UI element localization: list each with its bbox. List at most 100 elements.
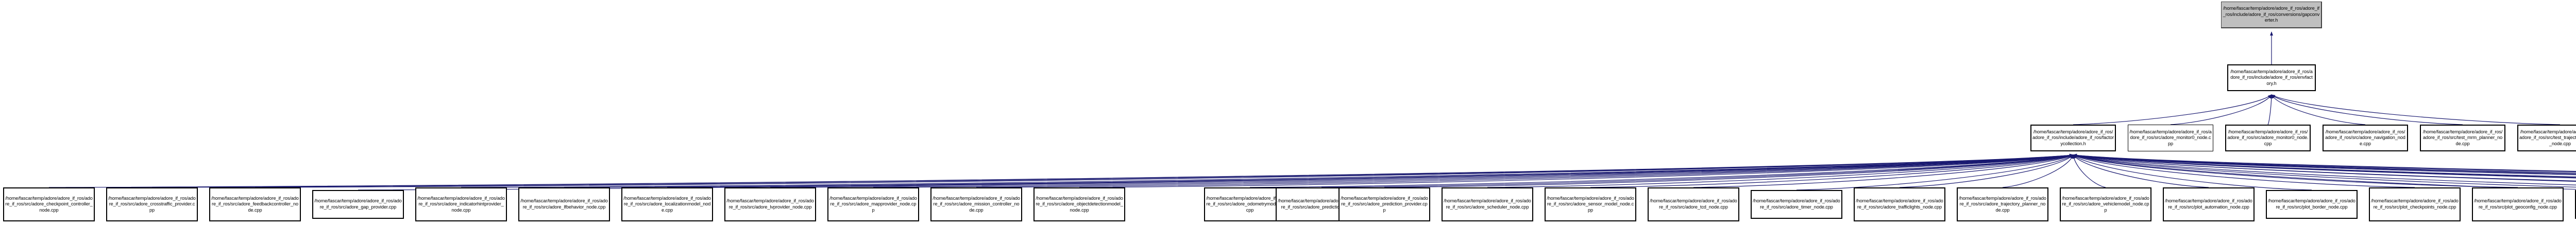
graph-node-label: /home/fascar/temp/adore/adore_if_ros/ado… xyxy=(2230,68,2313,86)
graph-node[interactable]: /home/fascar/temp/adore/adore_if_ros/ado… xyxy=(106,187,198,221)
graph-edge xyxy=(48,153,2074,188)
graph-node-label: /home/fascar/temp/adore/adore_if_ros/ado… xyxy=(1856,198,1943,210)
graph-edge xyxy=(2073,154,2576,185)
graph-node-label: /home/fascar/temp/adore/adore_if_ros/ado… xyxy=(417,195,505,213)
graph-node-label: /home/fascar/temp/adore/adore_if_ros/ado… xyxy=(726,198,814,210)
graph-edge xyxy=(2073,153,2576,174)
graph-node[interactable]: /home/fascar/temp/adore/adore_if_ros/ado… xyxy=(2575,190,2576,219)
graph-node-label: /home/fascar/temp/adore/adore_if_ros/ado… xyxy=(2062,195,2149,213)
graph-node-label: /home/fascar/temp/adore/adore_if_ros/ado… xyxy=(1036,195,1123,213)
graph-node[interactable]: /home/fascar/temp/adore/adore_if_ros/ado… xyxy=(1033,187,1125,221)
graph-node-root[interactable]: /home/fascar/temp/adore/adore_if_ros/ado… xyxy=(2221,2,2322,28)
graph-edge xyxy=(2073,154,2576,181)
graph-node[interactable]: /home/fascar/temp/adore/adore_if_ros/ado… xyxy=(1442,187,1533,221)
graph-node[interactable]: /home/fascar/temp/adore/adore_if_ros/ado… xyxy=(2369,187,2461,221)
graph-node[interactable]: /home/fascar/temp/adore/adore_if_ros/ado… xyxy=(415,187,507,221)
graph-node-label: /home/fascar/temp/adore/adore_if_ros/ado… xyxy=(2165,198,2252,210)
graph-node[interactable]: /home/fascar/temp/adore/adore_if_ros/ado… xyxy=(2128,125,2213,151)
graph-node[interactable]: /home/fascar/temp/adore/adore_if_ros/ado… xyxy=(2420,125,2505,151)
graph-node-label: /home/fascar/temp/adore/adore_if_ros/ado… xyxy=(2129,129,2212,146)
graph-node-label: /home/fascar/temp/adore/adore_if_ros/ado… xyxy=(2422,129,2503,146)
graph-edge xyxy=(2073,154,2576,188)
graph-node-label: /home/fascar/temp/adore/adore_if_ros/ado… xyxy=(2519,129,2576,146)
graph-edge xyxy=(2073,154,2576,179)
graph-node[interactable]: /home/fascar/temp/adore/adore_if_ros/ado… xyxy=(2060,187,2151,221)
graph-edge xyxy=(873,154,2074,188)
graph-edge xyxy=(2073,153,2576,172)
graph-node-label: /home/fascar/temp/adore/adore_if_ros/ado… xyxy=(1650,198,1737,210)
graph-edge xyxy=(2073,153,2576,172)
graph-edge xyxy=(2073,154,2518,188)
graph-node[interactable]: /home/fascar/temp/adore/adore_if_ros/ado… xyxy=(2225,125,2311,151)
graph-node[interactable]: /home/fascar/temp/adore/adore_if_ros/ado… xyxy=(1751,190,1842,219)
graph-edge xyxy=(2271,94,2463,125)
graph-node[interactable]: /home/fascar/temp/adore/adore_if_ros/ado… xyxy=(1854,187,1945,221)
graph-edge xyxy=(1249,154,2074,188)
graph-edge xyxy=(255,153,2074,188)
graph-node-label: /home/fascar/temp/adore/adore_if_ros/ado… xyxy=(211,195,299,213)
graph-node-label: /home/fascar/temp/adore/adore_if_ros/ado… xyxy=(1278,198,1365,210)
graph-edge xyxy=(358,153,2074,191)
graph-edge xyxy=(564,153,2074,188)
graph-node-label: /home/fascar/temp/adore/adore_if_ros/ado… xyxy=(623,195,711,213)
graph-node-label: /home/fascar/temp/adore/adore_if_ros/ado… xyxy=(1547,195,1634,213)
graph-node[interactable]: /home/fascar/temp/adore/adore_if_ros/ado… xyxy=(1338,187,1430,221)
graph-edge xyxy=(1590,154,2074,188)
graph-edge xyxy=(1079,154,2074,188)
graph-edge xyxy=(2073,153,2576,175)
graph-edge xyxy=(2073,154,2209,188)
graph-edge xyxy=(2170,94,2272,125)
graph-edge xyxy=(1796,154,2074,191)
graph-node-label: /home/fascar/temp/adore/adore_if_ros/ado… xyxy=(5,195,93,213)
graph-node[interactable]: /home/fascar/temp/adore/adore_if_ros/ado… xyxy=(2030,125,2116,151)
graph-node[interactable]: /home/fascar/temp/adore/adore_if_ros/ado… xyxy=(2472,187,2564,221)
graph-node[interactable]: /home/fascar/temp/adore/adore_if_ros/ado… xyxy=(2266,190,2358,219)
graph-node[interactable]: /home/fascar/temp/adore/adore_if_ros/ado… xyxy=(209,187,301,221)
graph-node[interactable]: /home/fascar/temp/adore/adore_if_ros/ado… xyxy=(1648,187,1739,221)
graph-node-label: /home/fascar/temp/adore/adore_if_ros/ado… xyxy=(829,195,917,213)
graph-node[interactable]: /home/fascar/temp/adore/adore_if_ros/ado… xyxy=(2323,125,2408,151)
graph-node[interactable]: /home/fascar/temp/adore/adore_if_ros/ado… xyxy=(2517,125,2576,151)
graph-edge xyxy=(461,153,2074,188)
graph-node-label: /home/fascar/temp/adore/adore_if_ros/ado… xyxy=(933,195,1020,213)
graph-node-label: /home/fascar/temp/adore/adore_if_ros/ado… xyxy=(2325,129,2405,146)
graph-edge xyxy=(2073,154,2415,188)
graph-node-label: /home/fascar/temp/adore/adore_if_ros/ado… xyxy=(2227,129,2309,146)
graph-node-label: /home/fascar/temp/adore/adore_if_ros/ado… xyxy=(2268,198,2355,210)
graph-node[interactable]: /home/fascar/temp/adore/adore_if_ros/ado… xyxy=(3,187,95,221)
graph-node[interactable]: /home/fascar/temp/adore/adore_if_ros/ado… xyxy=(724,187,816,221)
graph-node-label: /home/fascar/temp/adore/adore_if_ros/ado… xyxy=(1444,198,1531,210)
graph-node[interactable]: /home/fascar/temp/adore/adore_if_ros/ado… xyxy=(930,187,1022,221)
graph-edge xyxy=(1384,154,2074,188)
graph-node[interactable]: /home/fascar/temp/adore/adore_if_ros/ado… xyxy=(2163,187,2255,221)
graph-node-label: /home/fascar/temp/adore/adore_if_ros/ado… xyxy=(520,198,608,210)
graph-node[interactable]: /home/fascar/temp/adore/adore_if_ros/ado… xyxy=(312,190,404,219)
graph-edge xyxy=(2073,153,2576,175)
graph-node-label: /home/fascar/temp/adore/adore_if_ros/ado… xyxy=(1341,195,1428,213)
graph-edge xyxy=(2271,94,2366,125)
graph-edge xyxy=(2072,154,2106,188)
graph-node-label: /home/fascar/temp/adore/adore_if_ros/ado… xyxy=(314,198,402,210)
graph-edge xyxy=(2073,154,2576,177)
graph-edge xyxy=(2073,153,2576,176)
graph-node-label: /home/fascar/temp/adore/adore_if_ros/ado… xyxy=(2371,198,2459,210)
graph-node[interactable]: /home/fascar/temp/adore/adore_if_ros/ado… xyxy=(621,187,713,221)
graph-edge xyxy=(2267,94,2273,125)
graph-node-label: /home/fascar/temp/adore/adore_if_ros/ado… xyxy=(108,195,196,213)
graph-node-label: /home/fascar/temp/adore/adore_if_ros/ado… xyxy=(2032,129,2114,146)
graph-edge xyxy=(667,153,2074,188)
graph-edge xyxy=(2073,154,2576,190)
graph-node-label: /home/fascar/temp/adore/adore_if_ros/ado… xyxy=(2223,6,2320,23)
graph-node[interactable]: /home/fascar/temp/adore/adore_if_ros/ado… xyxy=(518,187,610,221)
graph-edge xyxy=(151,153,2074,188)
graph-node-label: /home/fascar/temp/adore/adore_if_ros/ado… xyxy=(1753,198,1840,210)
graph-node[interactable]: /home/fascar/temp/adore/adore_if_ros/ado… xyxy=(1957,187,2048,221)
graph-edge xyxy=(2271,94,2561,125)
graph-edge xyxy=(2073,154,2576,182)
graph-node[interactable]: /home/fascar/temp/adore/adore_if_ros/ado… xyxy=(2227,64,2316,91)
graph-node[interactable]: /home/fascar/temp/adore/adore_if_ros/ado… xyxy=(827,187,919,221)
graph-edge xyxy=(770,153,2074,188)
graph-edge xyxy=(1899,154,2074,188)
graph-node[interactable]: /home/fascar/temp/adore/adore_if_ros/ado… xyxy=(1545,187,1636,221)
